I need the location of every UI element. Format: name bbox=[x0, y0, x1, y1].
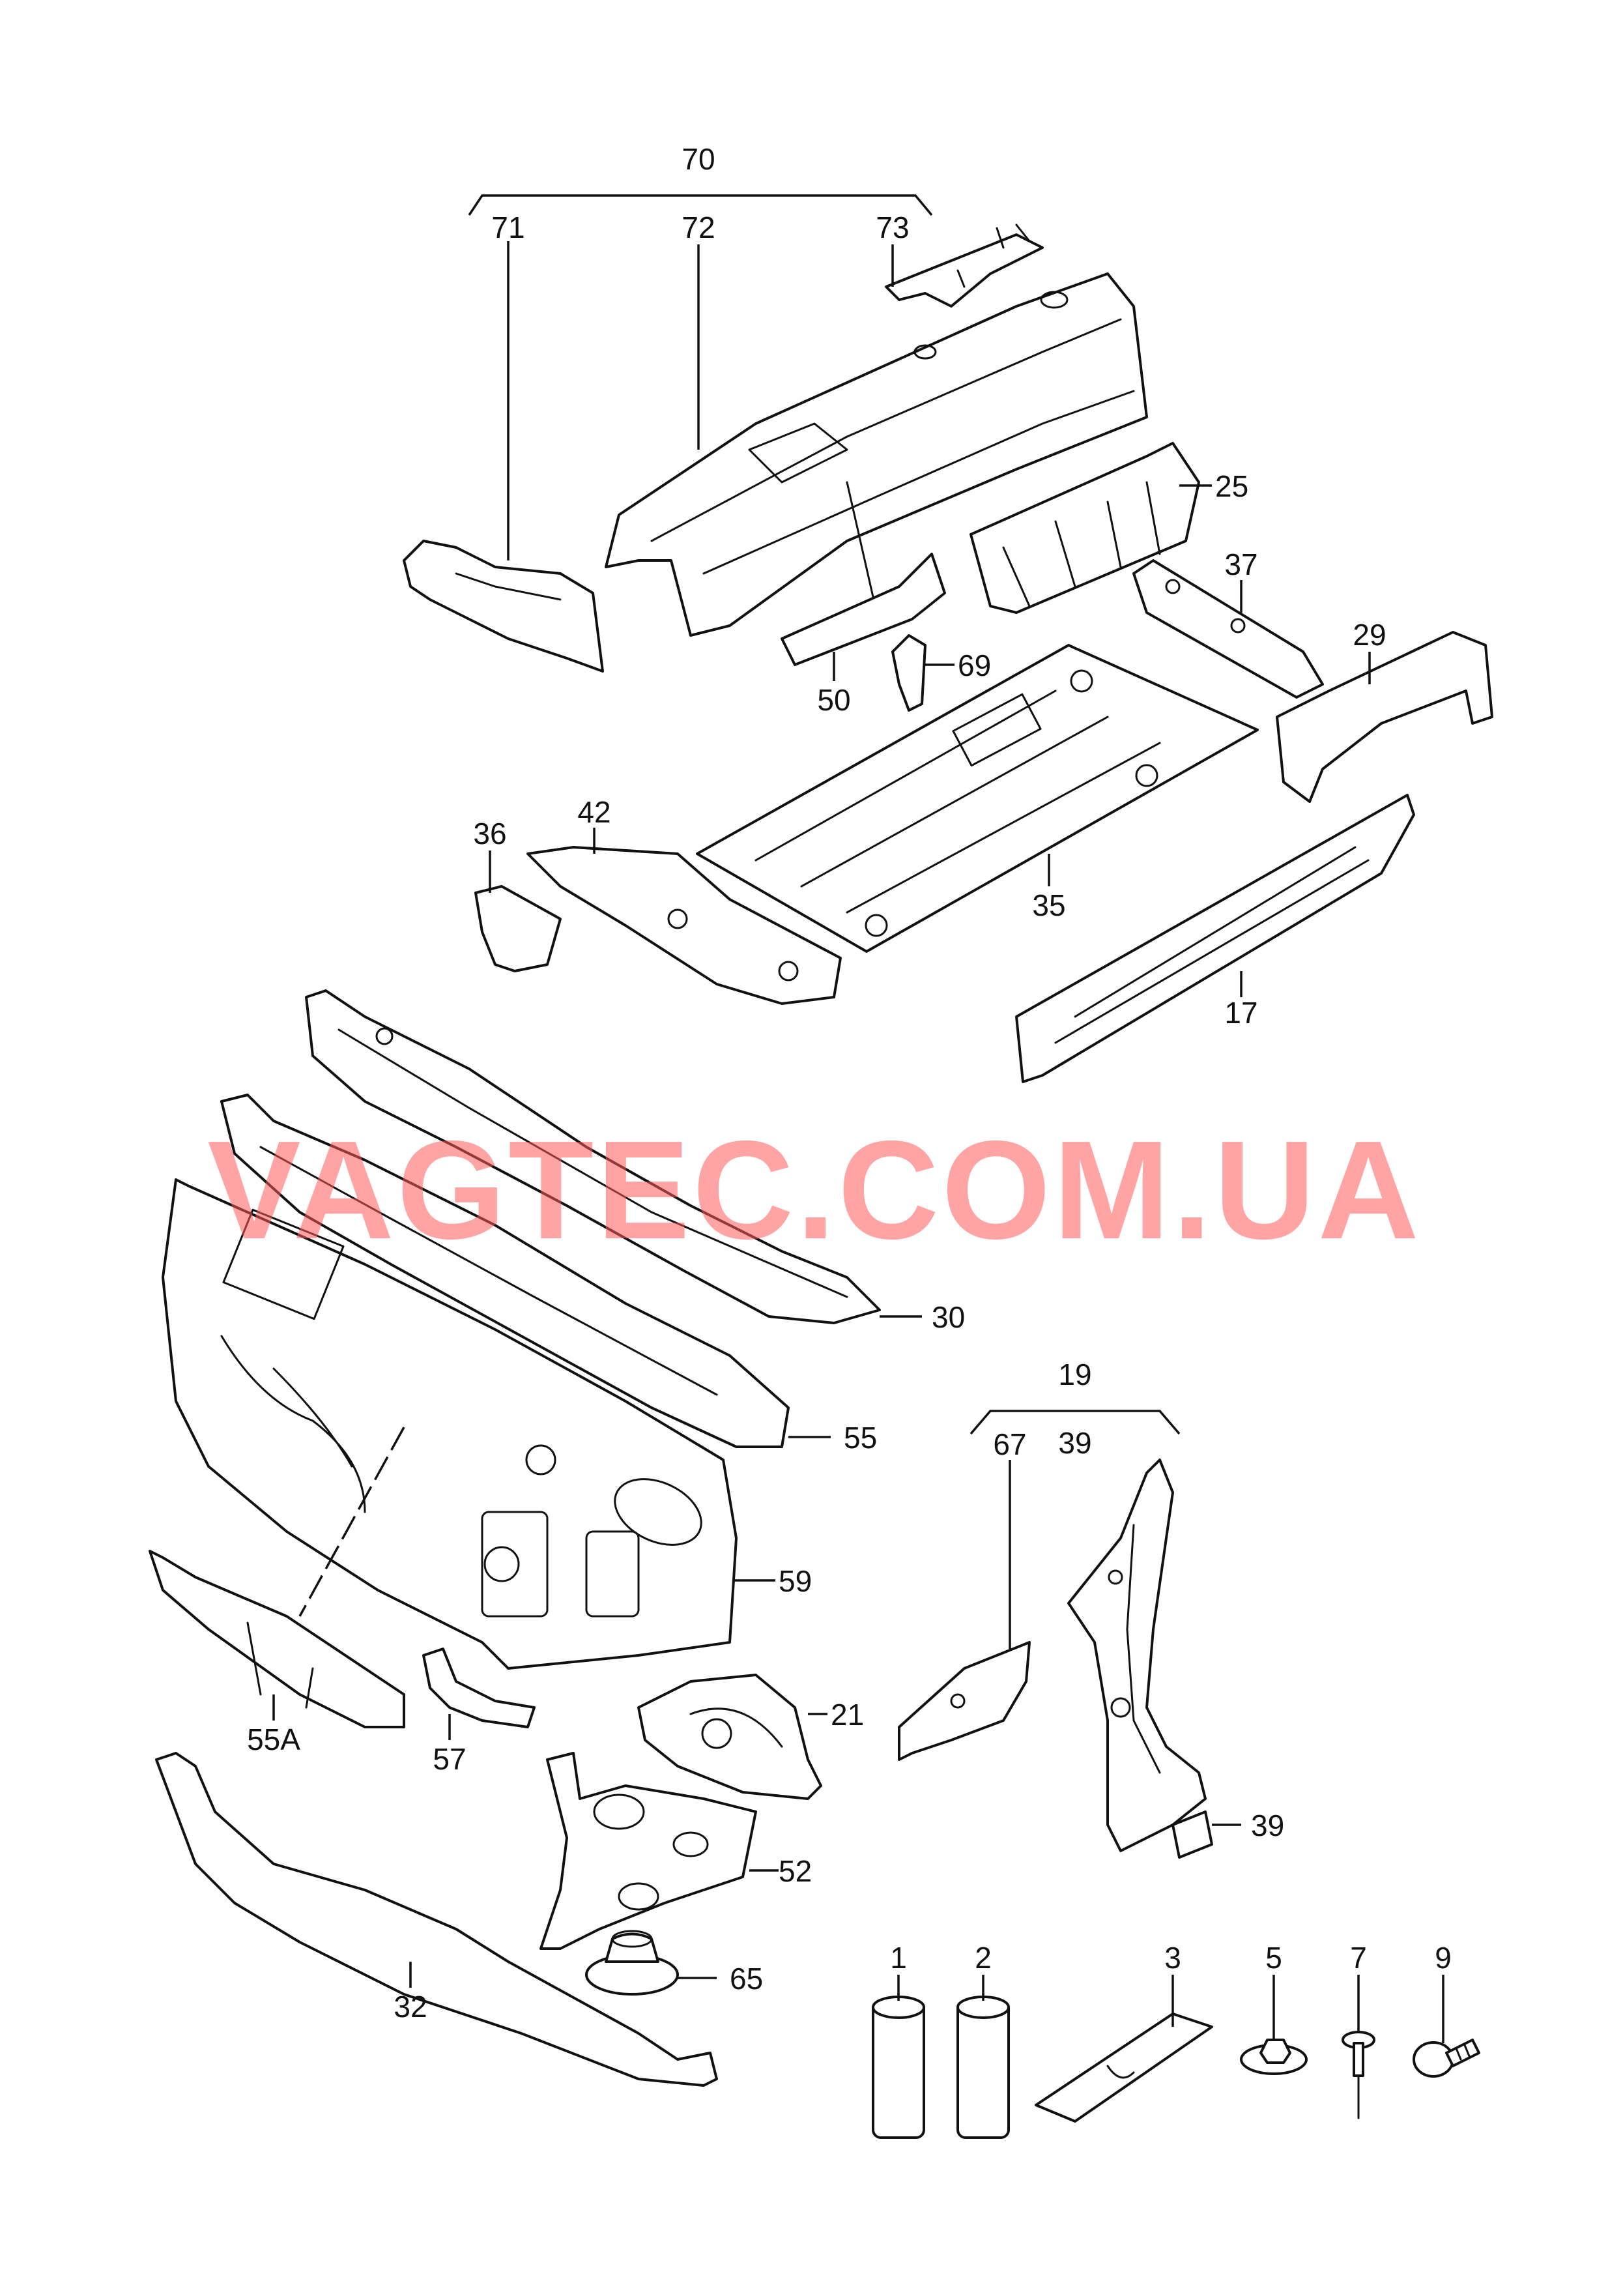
part-36-bracket[interactable] bbox=[474, 885, 562, 972]
callout-55a: 55A bbox=[247, 1722, 300, 1756]
callout-42: 42 bbox=[577, 795, 610, 829]
part-72-floor-tunnel[interactable] bbox=[605, 272, 1148, 637]
callout-50: 50 bbox=[817, 683, 850, 717]
part-37-crossmember[interactable] bbox=[1132, 559, 1324, 699]
part-30-cowl-panel[interactable] bbox=[305, 989, 881, 1324]
callout-9: 9 bbox=[1435, 1941, 1452, 1975]
part-55-cowl-panel[interactable] bbox=[220, 1094, 790, 1448]
part-1-can[interactable] bbox=[872, 1996, 925, 2139]
part-65-strut-mount[interactable] bbox=[585, 1930, 679, 1996]
callout-19: 19 bbox=[1058, 1358, 1091, 1391]
part-59-bulkhead[interactable] bbox=[162, 1178, 738, 1670]
callout-5: 5 bbox=[1265, 1941, 1282, 1975]
part-50-rail[interactable] bbox=[781, 553, 946, 666]
callout-17: 17 bbox=[1224, 996, 1257, 1030]
callout-39: 39 bbox=[1251, 1809, 1284, 1842]
callout-7: 7 bbox=[1350, 1941, 1367, 1975]
bracket-19 bbox=[969, 1410, 1181, 1435]
callout-21: 21 bbox=[831, 1698, 864, 1732]
callout-35: 35 bbox=[1032, 888, 1065, 922]
part-42-rail[interactable] bbox=[526, 846, 842, 1005]
part-67-bracket[interactable] bbox=[898, 1641, 1031, 1761]
part-69-bracket[interactable] bbox=[891, 634, 926, 712]
part-5-nut[interactable] bbox=[1240, 2039, 1308, 2075]
part-39-plate[interactable] bbox=[1171, 1810, 1213, 1859]
assembly-leader-55a bbox=[298, 1427, 405, 1617]
part-35-floor-pan[interactable] bbox=[696, 644, 1259, 953]
callout-36: 36 bbox=[473, 817, 506, 850]
callout-25: 25 bbox=[1215, 469, 1248, 503]
callout-1: 1 bbox=[890, 1941, 907, 1975]
part-52-strut-tower[interactable] bbox=[539, 1752, 757, 1950]
part-57-bracket[interactable] bbox=[422, 1648, 536, 1728]
watermark: VAGTEC.COM.UA bbox=[207, 1111, 1422, 1268]
callout-72: 72 bbox=[682, 211, 715, 244]
part-3-strip[interactable] bbox=[1035, 2013, 1213, 2123]
callout-30: 30 bbox=[932, 1300, 965, 1334]
callout-32: 32 bbox=[394, 1990, 427, 2024]
callout-70: 70 bbox=[682, 142, 715, 176]
callout-59: 59 bbox=[779, 1564, 812, 1598]
callout-39-group: 39 bbox=[1058, 1426, 1091, 1460]
part-55a-panel[interactable] bbox=[149, 1550, 405, 1728]
part-73-bracket[interactable] bbox=[885, 224, 1044, 308]
callout-65: 65 bbox=[730, 1962, 763, 1996]
part-71-panel[interactable] bbox=[403, 540, 604, 673]
callout-71: 71 bbox=[491, 211, 524, 244]
callout-57: 57 bbox=[433, 1742, 466, 1776]
callout-29: 29 bbox=[1353, 618, 1386, 652]
part-9-screw[interactable] bbox=[1413, 2039, 1480, 2078]
callout-69: 69 bbox=[958, 648, 991, 682]
callout-73: 73 bbox=[876, 211, 909, 244]
callout-52: 52 bbox=[779, 1854, 812, 1888]
part-17-sill[interactable] bbox=[1015, 794, 1415, 1083]
callout-2: 2 bbox=[975, 1941, 992, 1975]
part-39-a-pillar[interactable] bbox=[1067, 1459, 1207, 1852]
callout-37: 37 bbox=[1224, 547, 1257, 581]
part-2-can[interactable] bbox=[956, 1996, 1010, 2139]
callout-55: 55 bbox=[844, 1421, 877, 1455]
part-21-wheelhouse[interactable] bbox=[637, 1674, 822, 1800]
part-29-rail[interactable] bbox=[1276, 631, 1493, 803]
part-32-panel[interactable] bbox=[155, 1752, 718, 2087]
part-25-crossmember[interactable] bbox=[969, 442, 1200, 614]
callout-67: 67 bbox=[993, 1427, 1026, 1461]
bracket-70 bbox=[468, 194, 933, 216]
callout-3: 3 bbox=[1164, 1941, 1181, 1975]
part-7-rivet[interactable] bbox=[1342, 2031, 1375, 2119]
